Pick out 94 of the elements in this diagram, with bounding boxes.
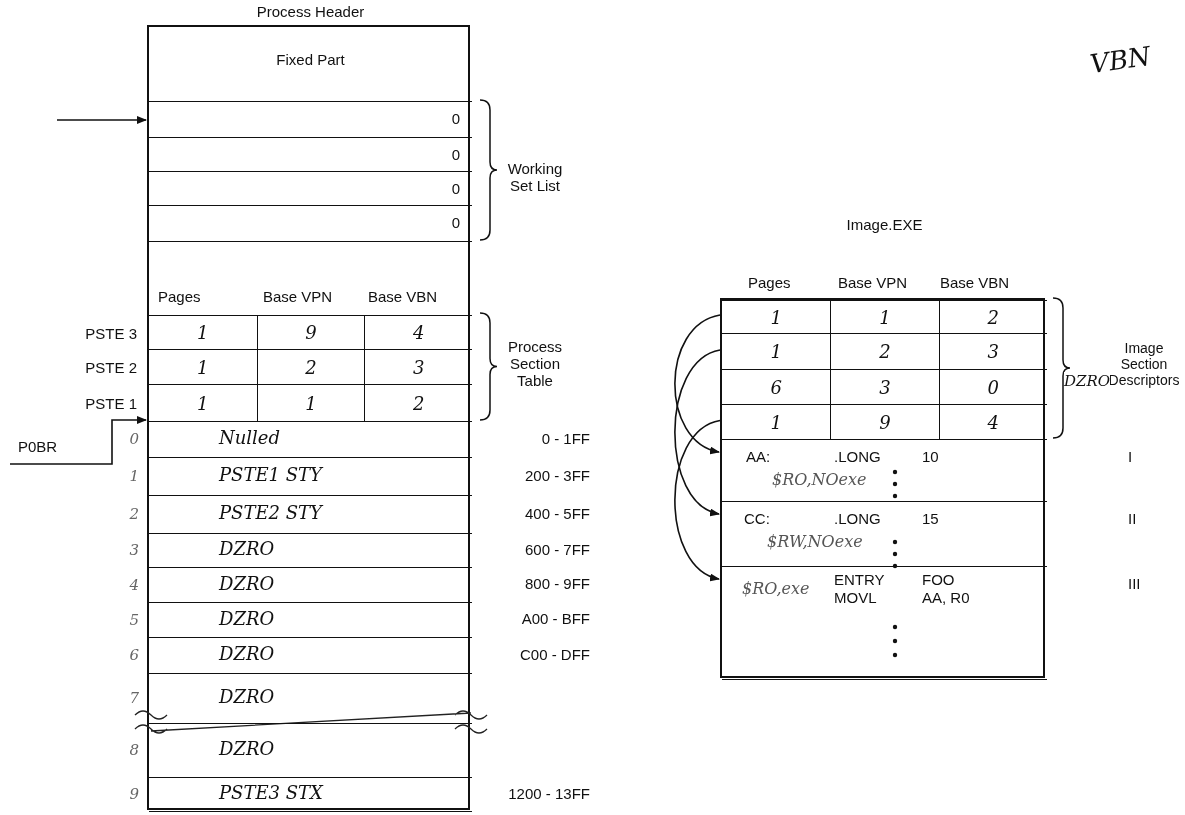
handwritten-entry: PSTE1 STY	[219, 464, 322, 485]
table-cell-text: 1	[769, 340, 783, 364]
handwritten-note: VBN	[1088, 40, 1153, 80]
table-cell: 3	[364, 350, 472, 384]
address-range: 1200 - 13FF	[507, 785, 590, 802]
handwritten-entry: DZRO	[219, 738, 275, 759]
table-cell-text: 1	[769, 410, 783, 435]
row-number: 9	[129, 785, 139, 803]
handwritten-entry: DZRO	[219, 538, 275, 559]
column-header: Pages	[748, 274, 791, 291]
entry-label: PSTE 2	[85, 358, 137, 376]
row-number: 8	[129, 741, 139, 759]
column-header: Base VPN	[838, 274, 908, 291]
arrow	[674, 419, 721, 580]
code-text: FOO	[922, 571, 955, 588]
table-cell-text: 1	[196, 355, 210, 380]
entry-value: 0	[451, 214, 460, 231]
entry-label: PSTE 1	[85, 394, 137, 412]
entry-value: 0	[451, 110, 460, 127]
table-cell-text: 1	[769, 305, 783, 330]
column-header: Pages	[158, 288, 201, 305]
code-text: .LONG	[834, 510, 881, 527]
handwritten-entry: DZRO	[219, 643, 275, 664]
table-cell: 3	[830, 370, 939, 404]
column-header: Base VBN	[368, 288, 438, 305]
table-cell: 4	[938, 405, 1047, 439]
code-text: 10	[922, 448, 939, 465]
table-cell: 1	[830, 301, 939, 333]
row-number: 5	[129, 610, 139, 629]
address-range: 800 - 9FF	[523, 575, 590, 592]
table-cell-text: 6	[769, 375, 783, 400]
block-heading: Image.EXE	[845, 216, 924, 233]
entry-label: PSTE 3	[85, 324, 137, 342]
table-cell: 3	[938, 334, 1047, 369]
table-row	[722, 405, 1047, 440]
row-number: 4	[129, 575, 139, 594]
address-range: A00 - BFF	[520, 610, 590, 627]
table-cell: 2	[830, 334, 939, 369]
arrow	[9, 416, 147, 465]
address-range: 400 - 5FF	[523, 505, 590, 522]
table-row	[722, 370, 1047, 405]
handwritten-note: $RO,NOexe	[772, 470, 867, 489]
handwritten-entry: DZRO	[219, 572, 275, 594]
code-text: CC:	[744, 510, 770, 527]
table-cell: 4	[364, 316, 472, 349]
code-text: 15	[922, 510, 939, 527]
section-numeral: I	[1128, 448, 1133, 465]
section-numeral: III	[1128, 575, 1141, 592]
brace-label: Process Section Table	[506, 338, 564, 389]
block-heading: Process Header	[255, 3, 366, 20]
entry-value: 0	[451, 180, 460, 197]
code-text: AA, R0	[922, 589, 970, 606]
row-number: 6	[129, 646, 139, 664]
table-cell: 2	[938, 301, 1047, 333]
register-name-text: P0BR	[18, 438, 58, 455]
handwritten-note: $RW,NOexe	[767, 532, 863, 551]
row-number: 2	[129, 505, 139, 523]
table-cell: 0	[938, 370, 1047, 404]
code-text: .LONG	[834, 448, 881, 465]
table-row	[722, 334, 1047, 370]
arrow	[674, 349, 721, 515]
table-row	[722, 300, 1047, 334]
address-range: 200 - 3FF	[523, 467, 590, 484]
row-number: 7	[129, 689, 139, 707]
address-range: 0 - 1FF	[540, 430, 590, 447]
arrow	[674, 314, 721, 453]
row-number: 1	[129, 467, 139, 485]
column-header: Base VBN	[940, 274, 1010, 291]
handwritten-note: $RO,exe	[742, 579, 810, 598]
handwritten-entry: DZRO	[219, 686, 275, 707]
code-text: ENTRY	[834, 571, 885, 588]
entry-value: 0	[451, 146, 460, 163]
handwritten-entry: Nulled	[219, 427, 281, 448]
table-cell: 9	[256, 316, 365, 349]
arrow	[56, 116, 147, 124]
handwritten-entry: PSTE2 STY	[219, 502, 322, 523]
table-cell-text: 1	[196, 321, 210, 345]
brace-label: Working Set List	[506, 160, 564, 194]
column-header: Base VPN	[263, 288, 333, 305]
section-title: Fixed Part	[275, 51, 346, 68]
code-text: AA:	[746, 448, 771, 465]
handwritten-entry: DZRO	[219, 607, 275, 629]
table-cell: 9	[830, 405, 939, 439]
row-number: 0	[129, 430, 139, 448]
table-cell: 2	[364, 385, 472, 421]
handwritten-entry: PSTE3 STX	[219, 782, 323, 803]
table-cell-text: 1	[196, 391, 210, 416]
table-cell: 1	[256, 385, 365, 421]
row-number: 3	[129, 541, 139, 559]
table-cell: 2	[256, 350, 365, 384]
section-numeral: II	[1128, 510, 1137, 527]
code-text: MOVL	[834, 589, 877, 606]
address-range: 600 - 7FF	[523, 541, 590, 558]
address-range: C00 - DFF	[519, 646, 590, 663]
